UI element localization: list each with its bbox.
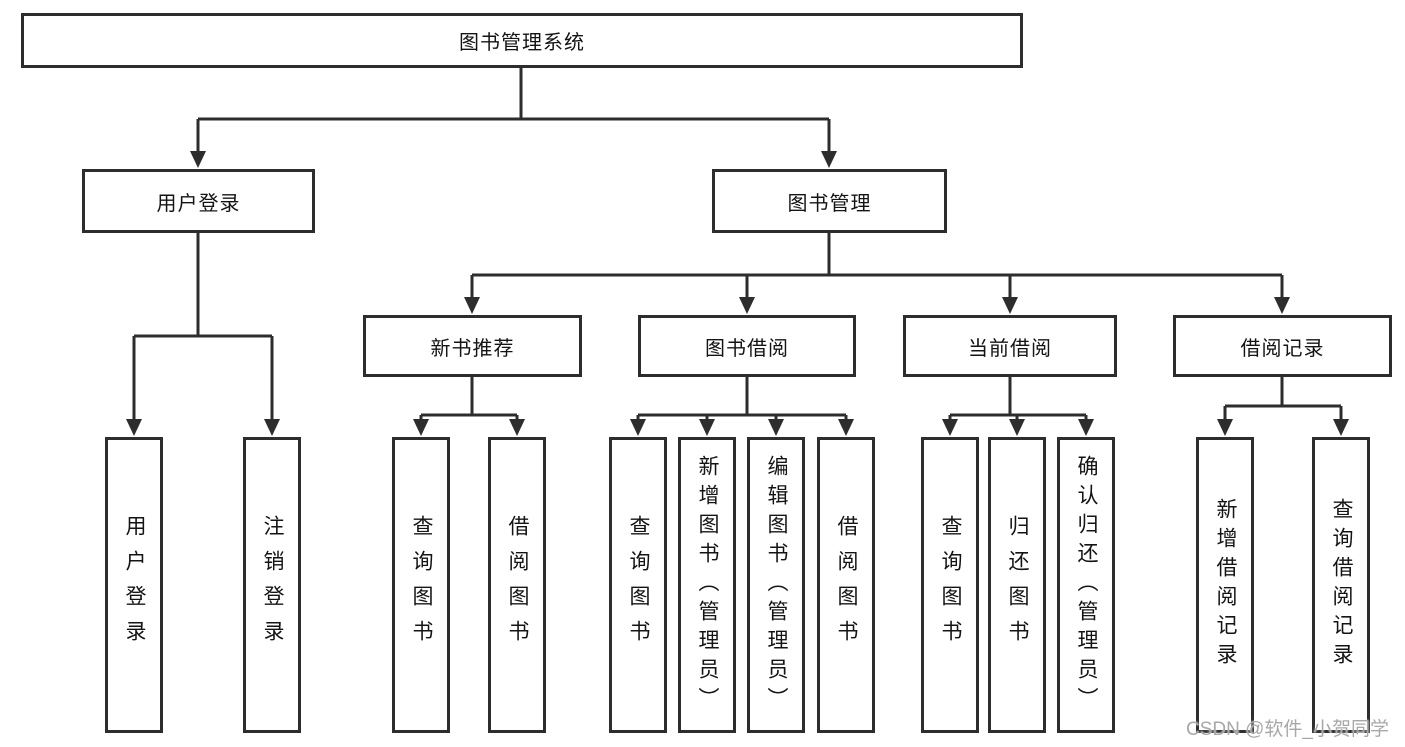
node-current-borrow-label: 当前借阅 — [968, 337, 1052, 360]
leaf-current-return-books-label: 归还图书 — [1006, 515, 1030, 655]
leaf-borrow-query-books: 查询图书 — [609, 437, 667, 733]
node-book-borrow-label: 图书借阅 — [705, 337, 789, 360]
leaf-records-query-record-label: 查询借阅记录 — [1330, 498, 1354, 672]
leaf-borrow-edit-books-admin: 编辑图书（管理员） — [747, 437, 805, 733]
leaf-recommend-query-books-label: 查询图书 — [410, 515, 434, 655]
node-book-borrow: 图书借阅 — [638, 315, 856, 377]
leaf-recommend-query-books: 查询图书 — [392, 437, 450, 733]
leaf-user-login: 用户登录 — [105, 437, 163, 733]
leaf-current-confirm-return-admin-label: 确认归还（管理员） — [1075, 454, 1099, 716]
leaf-recommend-borrow-books-label: 借阅图书 — [506, 515, 530, 655]
node-borrow-records-label: 借阅记录 — [1240, 337, 1325, 360]
leaf-borrow-query-books-label: 查询图书 — [627, 515, 651, 655]
node-book-management-label: 图书管理 — [787, 192, 872, 215]
leaf-borrow-lend-books-label: 借阅图书 — [835, 515, 859, 655]
leaf-records-add-record-label: 新增借阅记录 — [1214, 498, 1238, 672]
leaf-borrow-add-books-admin-label: 新增图书（管理员） — [696, 454, 720, 716]
leaf-current-query-books-label: 查询图书 — [939, 515, 963, 655]
csdn-watermark: CSDN @软件_小贺同学 — [1186, 719, 1389, 740]
node-book-management: 图书管理 — [712, 169, 947, 233]
node-user-login: 用户登录 — [82, 169, 315, 233]
leaf-borrow-edit-books-admin-label: 编辑图书（管理员） — [765, 454, 789, 716]
leaf-records-add-record: 新增借阅记录 — [1196, 437, 1254, 733]
leaf-records-query-record: 查询借阅记录 — [1312, 437, 1370, 733]
leaf-borrow-lend-books: 借阅图书 — [817, 437, 875, 733]
node-user-login-label: 用户登录 — [156, 192, 241, 215]
leaf-recommend-borrow-books: 借阅图书 — [488, 437, 546, 733]
node-current-borrow: 当前借阅 — [903, 315, 1117, 377]
node-new-book-recommend: 新书推荐 — [363, 315, 582, 377]
arrowheads — [126, 151, 1349, 436]
leaf-borrow-add-books-admin: 新增图书（管理员） — [678, 437, 736, 733]
node-borrow-records: 借阅记录 — [1173, 315, 1392, 377]
leaf-logout: 注销登录 — [243, 437, 301, 733]
leaf-current-query-books: 查询图书 — [921, 437, 979, 733]
leaf-current-confirm-return-admin: 确认归还（管理员） — [1057, 437, 1115, 733]
node-new-book-recommend-label: 新书推荐 — [430, 337, 515, 360]
node-root-label: 图书管理系统 — [459, 32, 585, 54]
leaf-logout-label: 注销登录 — [261, 515, 285, 655]
leaf-current-return-books: 归还图书 — [988, 437, 1046, 733]
leaf-user-login-label: 用户登录 — [123, 515, 147, 655]
node-root: 图书管理系统 — [21, 13, 1023, 68]
